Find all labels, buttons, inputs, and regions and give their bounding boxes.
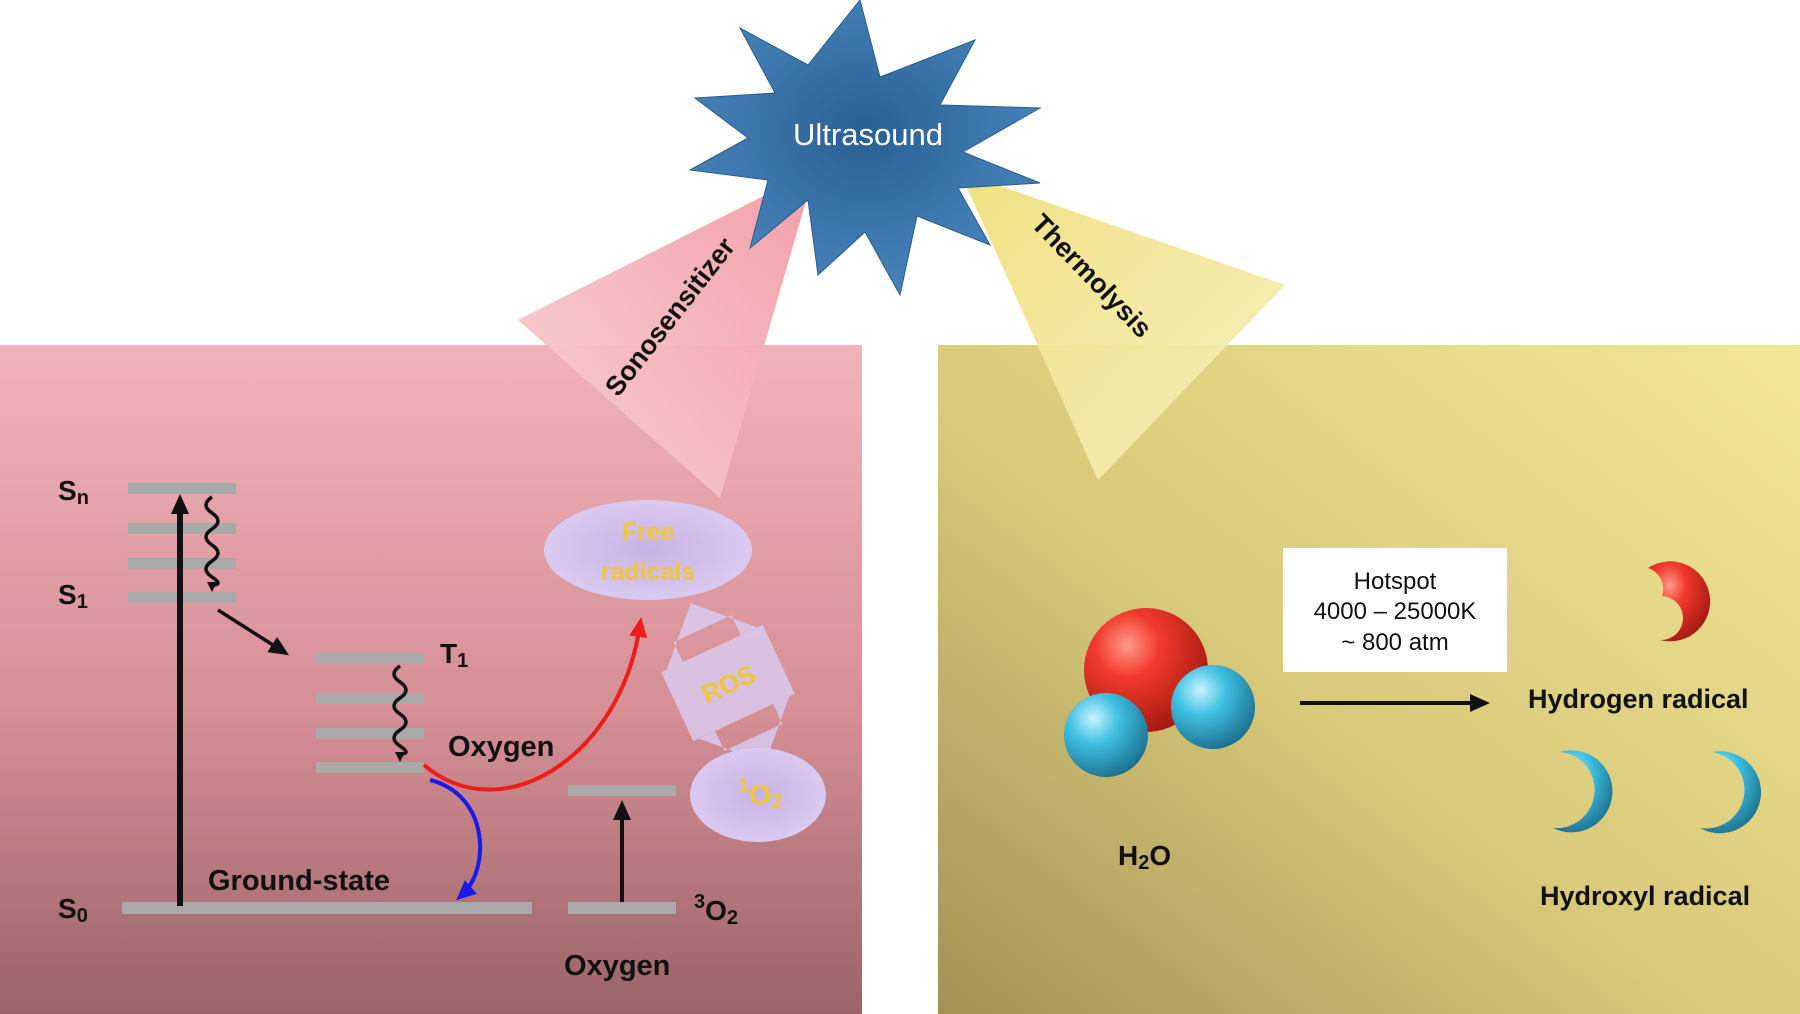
sonosensitizer-beam — [518, 170, 815, 498]
oxygen-excited-level — [568, 785, 676, 796]
ultrasound-label: Ultrasound — [793, 117, 943, 152]
sn-label: Sn — [58, 475, 89, 509]
energy-transfer-arrow — [422, 617, 648, 792]
free-radicals-label-line2: radicals — [601, 558, 696, 586]
water-label: H2O — [1118, 840, 1171, 874]
hydroxyl-radical-label: Hydroxyl radical — [1540, 881, 1750, 911]
oxygen-ground-level — [568, 902, 676, 914]
t1-level — [316, 762, 424, 773]
t1-upper-level — [316, 653, 424, 664]
free-radicals-label-line1: Free — [622, 518, 675, 546]
singlet-oxygen-label: 1O2 — [738, 775, 782, 813]
ultrasound-star-icon — [688, 0, 1042, 297]
intersystem-crossing-arrow — [217, 608, 290, 656]
triplet-oxygen-label: 3O2 — [694, 891, 738, 929]
hotspot-title: Hotspot — [1354, 568, 1437, 595]
hydrogen-radical-label: Hydrogen radical — [1528, 684, 1749, 714]
hydrogen-atom — [1064, 693, 1148, 777]
sn-level — [128, 483, 236, 494]
hydroxyl-radical-atom — [1553, 750, 1613, 833]
s1-label: S1 — [58, 579, 88, 613]
s0-level — [122, 902, 532, 914]
hydrogen-radical-atom — [1648, 561, 1711, 642]
ground-state-label: Ground-state — [208, 865, 390, 897]
hydrogen-atom — [1171, 665, 1255, 749]
hydroxyl-radical-atom — [1700, 751, 1762, 834]
hotspot-pressure: ~ 800 atm — [1341, 629, 1448, 656]
free-radicals-oval — [544, 500, 752, 600]
oxygen-bottom-label: Oxygen — [564, 950, 670, 982]
vibrational-relaxation-arrow — [392, 664, 408, 762]
water-molecule — [1064, 608, 1255, 777]
vibrational-level — [316, 693, 424, 704]
singlet-oxygen-oval — [690, 748, 826, 842]
ros-equilibrium-arrow: ROS — [661, 603, 795, 763]
vibrational-level — [316, 728, 424, 739]
thermolysis-beam — [960, 172, 1285, 480]
ground-return-arrow — [429, 778, 483, 901]
internal-conversion-arrow — [204, 495, 220, 592]
s0-label: S0 — [58, 893, 88, 927]
oxygen-transfer-label: Oxygen — [448, 731, 554, 763]
t1-label: T1 — [440, 638, 468, 672]
thermolysis-panel — [938, 345, 1800, 1014]
hotspot-box — [1283, 548, 1507, 672]
hotspot-temperature: 4000 – 25000K — [1314, 598, 1477, 625]
